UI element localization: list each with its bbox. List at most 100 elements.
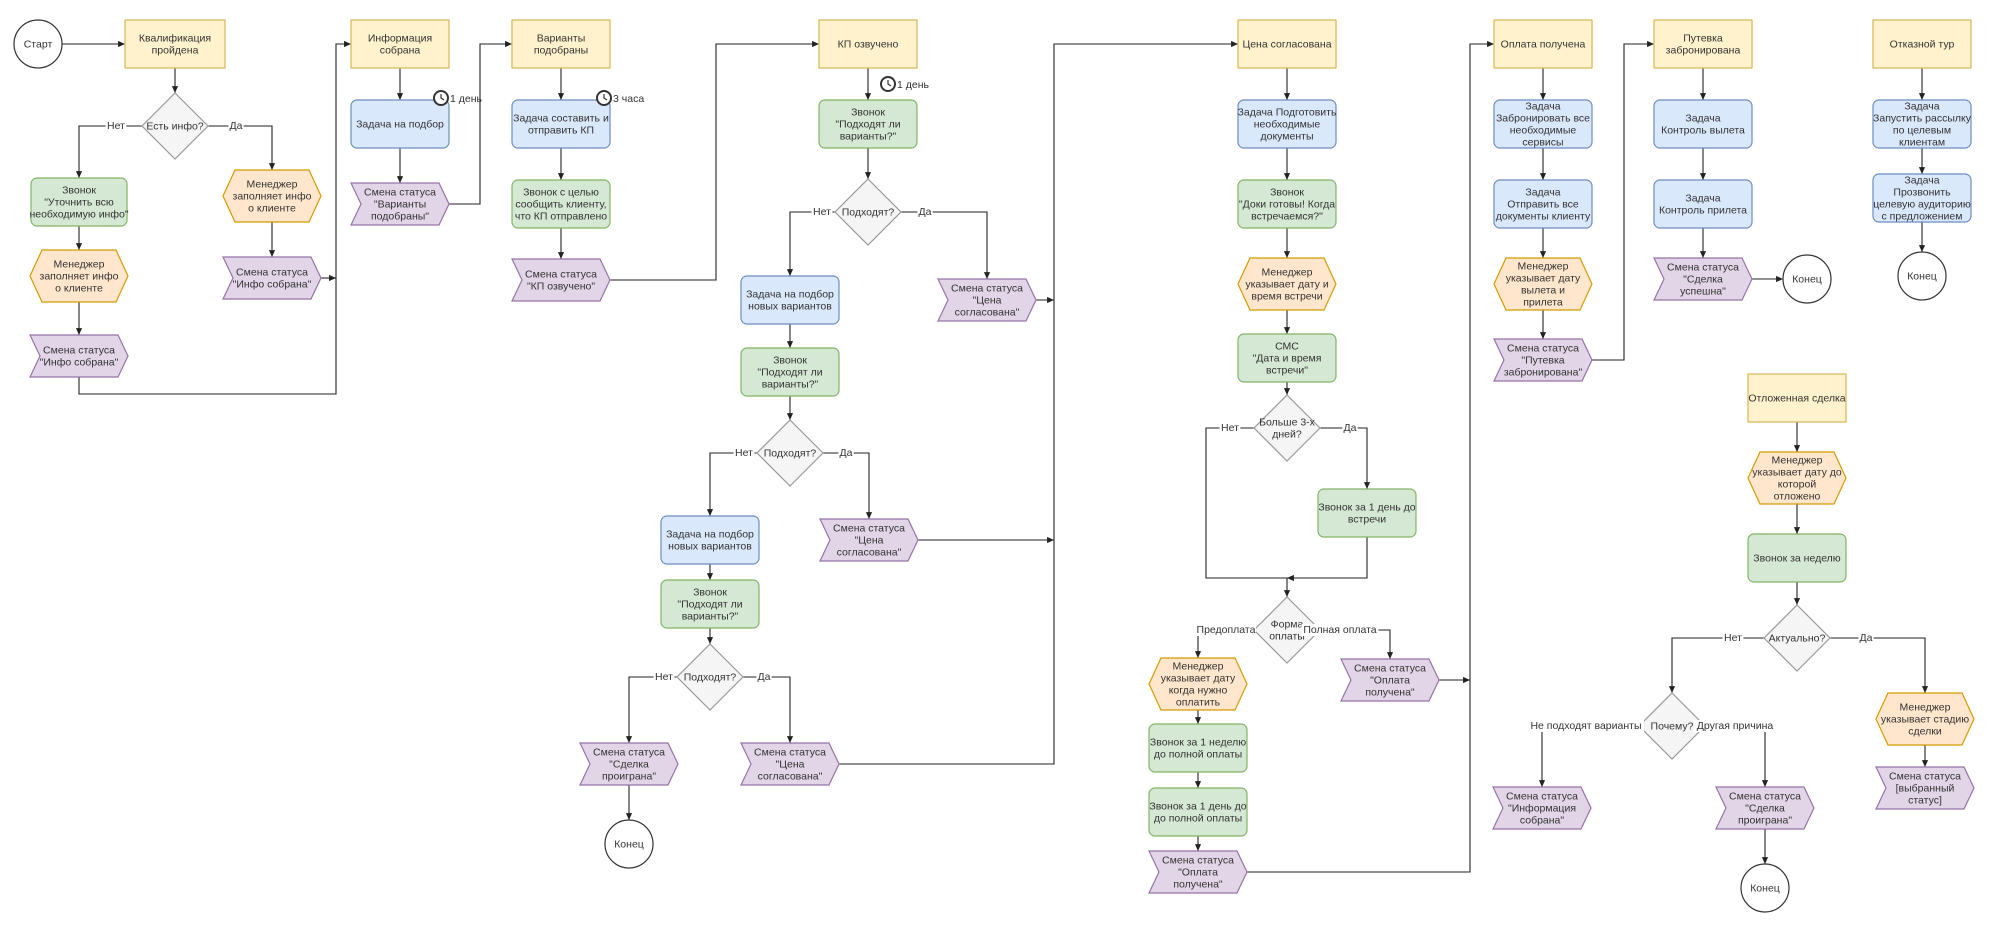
node-end-3: Конец [1897,251,1947,301]
node-shape [29,249,129,303]
connector-arrow [1247,40,1494,873]
node-status-info-2: Смена статуса"Инфо собрана" [222,256,322,300]
node-dec-fit-3: Подходят? [676,643,744,711]
node-shape [604,819,654,869]
connector-arrow [1320,427,1371,489]
node-shape [350,99,450,149]
node-shape [1237,333,1337,383]
node-price-agreed: Цена согласована [1237,19,1337,69]
edge-label-bg [756,671,772,683]
timer-t2: 3 часа [596,90,644,106]
node-has-info: Есть инфо? [141,92,209,160]
edge-label-bg [1219,422,1241,434]
node-shape [1492,786,1592,830]
node-shape [1148,723,1248,773]
node-shape [13,19,63,69]
node-shape [1237,257,1337,311]
timer-label: 3 часа [613,93,644,105]
node-label: Почему? [1651,721,1694,733]
node-end-2: Конец [1782,254,1832,304]
node-shape [1638,692,1706,760]
node-label: Конец [614,839,644,851]
node-shape [579,742,679,786]
node-label: Конец [1792,274,1822,286]
connector-arrow [706,452,757,516]
connector-arrow [208,125,276,170]
node-call-week: Звонок за неделю [1747,533,1847,583]
timer-t1: 1 день [433,90,483,106]
node-kp-voiced: КП озвучено [818,19,918,69]
node-label: Старт [24,39,53,51]
connectors [62,40,1929,873]
edge-label-no: Нет [735,447,753,459]
node-shape [222,256,322,300]
node-label: Подходят? [842,207,895,219]
edge-label-yes: Да [758,671,771,683]
node-shape [1653,179,1753,229]
node-shape [350,182,450,226]
node-shape [1872,173,1972,223]
edge-label-bg [733,447,755,459]
node-dec-why: Почему? [1638,692,1706,760]
node-end-4: Конец [1740,863,1790,913]
edge-label-no: Нет [813,206,831,218]
connector-arrow [625,676,677,743]
connector-arrow [1287,537,1368,582]
edge-label-bg [838,447,854,459]
edge-label-yes: Да [1860,632,1873,644]
node-shape [1747,451,1847,505]
node-shape [1493,257,1593,311]
node-shape [1897,251,1947,301]
node-shape [1875,766,1975,810]
edge-label-prepay: Предоплата [1197,624,1256,636]
node-label: Конец [1907,271,1937,283]
node-label: Отложенная сделка [1748,393,1845,405]
edge-label-bg [228,120,244,132]
node-label: Смена статуса"Инфо собрана" [40,345,119,369]
node-shape [30,177,128,227]
node-shape [1340,658,1440,702]
node-label: Задача на подбор [356,119,444,131]
node-dec-fit-1: Подходят? [834,178,902,246]
node-shape [1237,19,1337,69]
timer-t3: 1 день [880,76,930,92]
node-shape [1653,99,1753,149]
node-label: Подходят? [764,448,817,460]
